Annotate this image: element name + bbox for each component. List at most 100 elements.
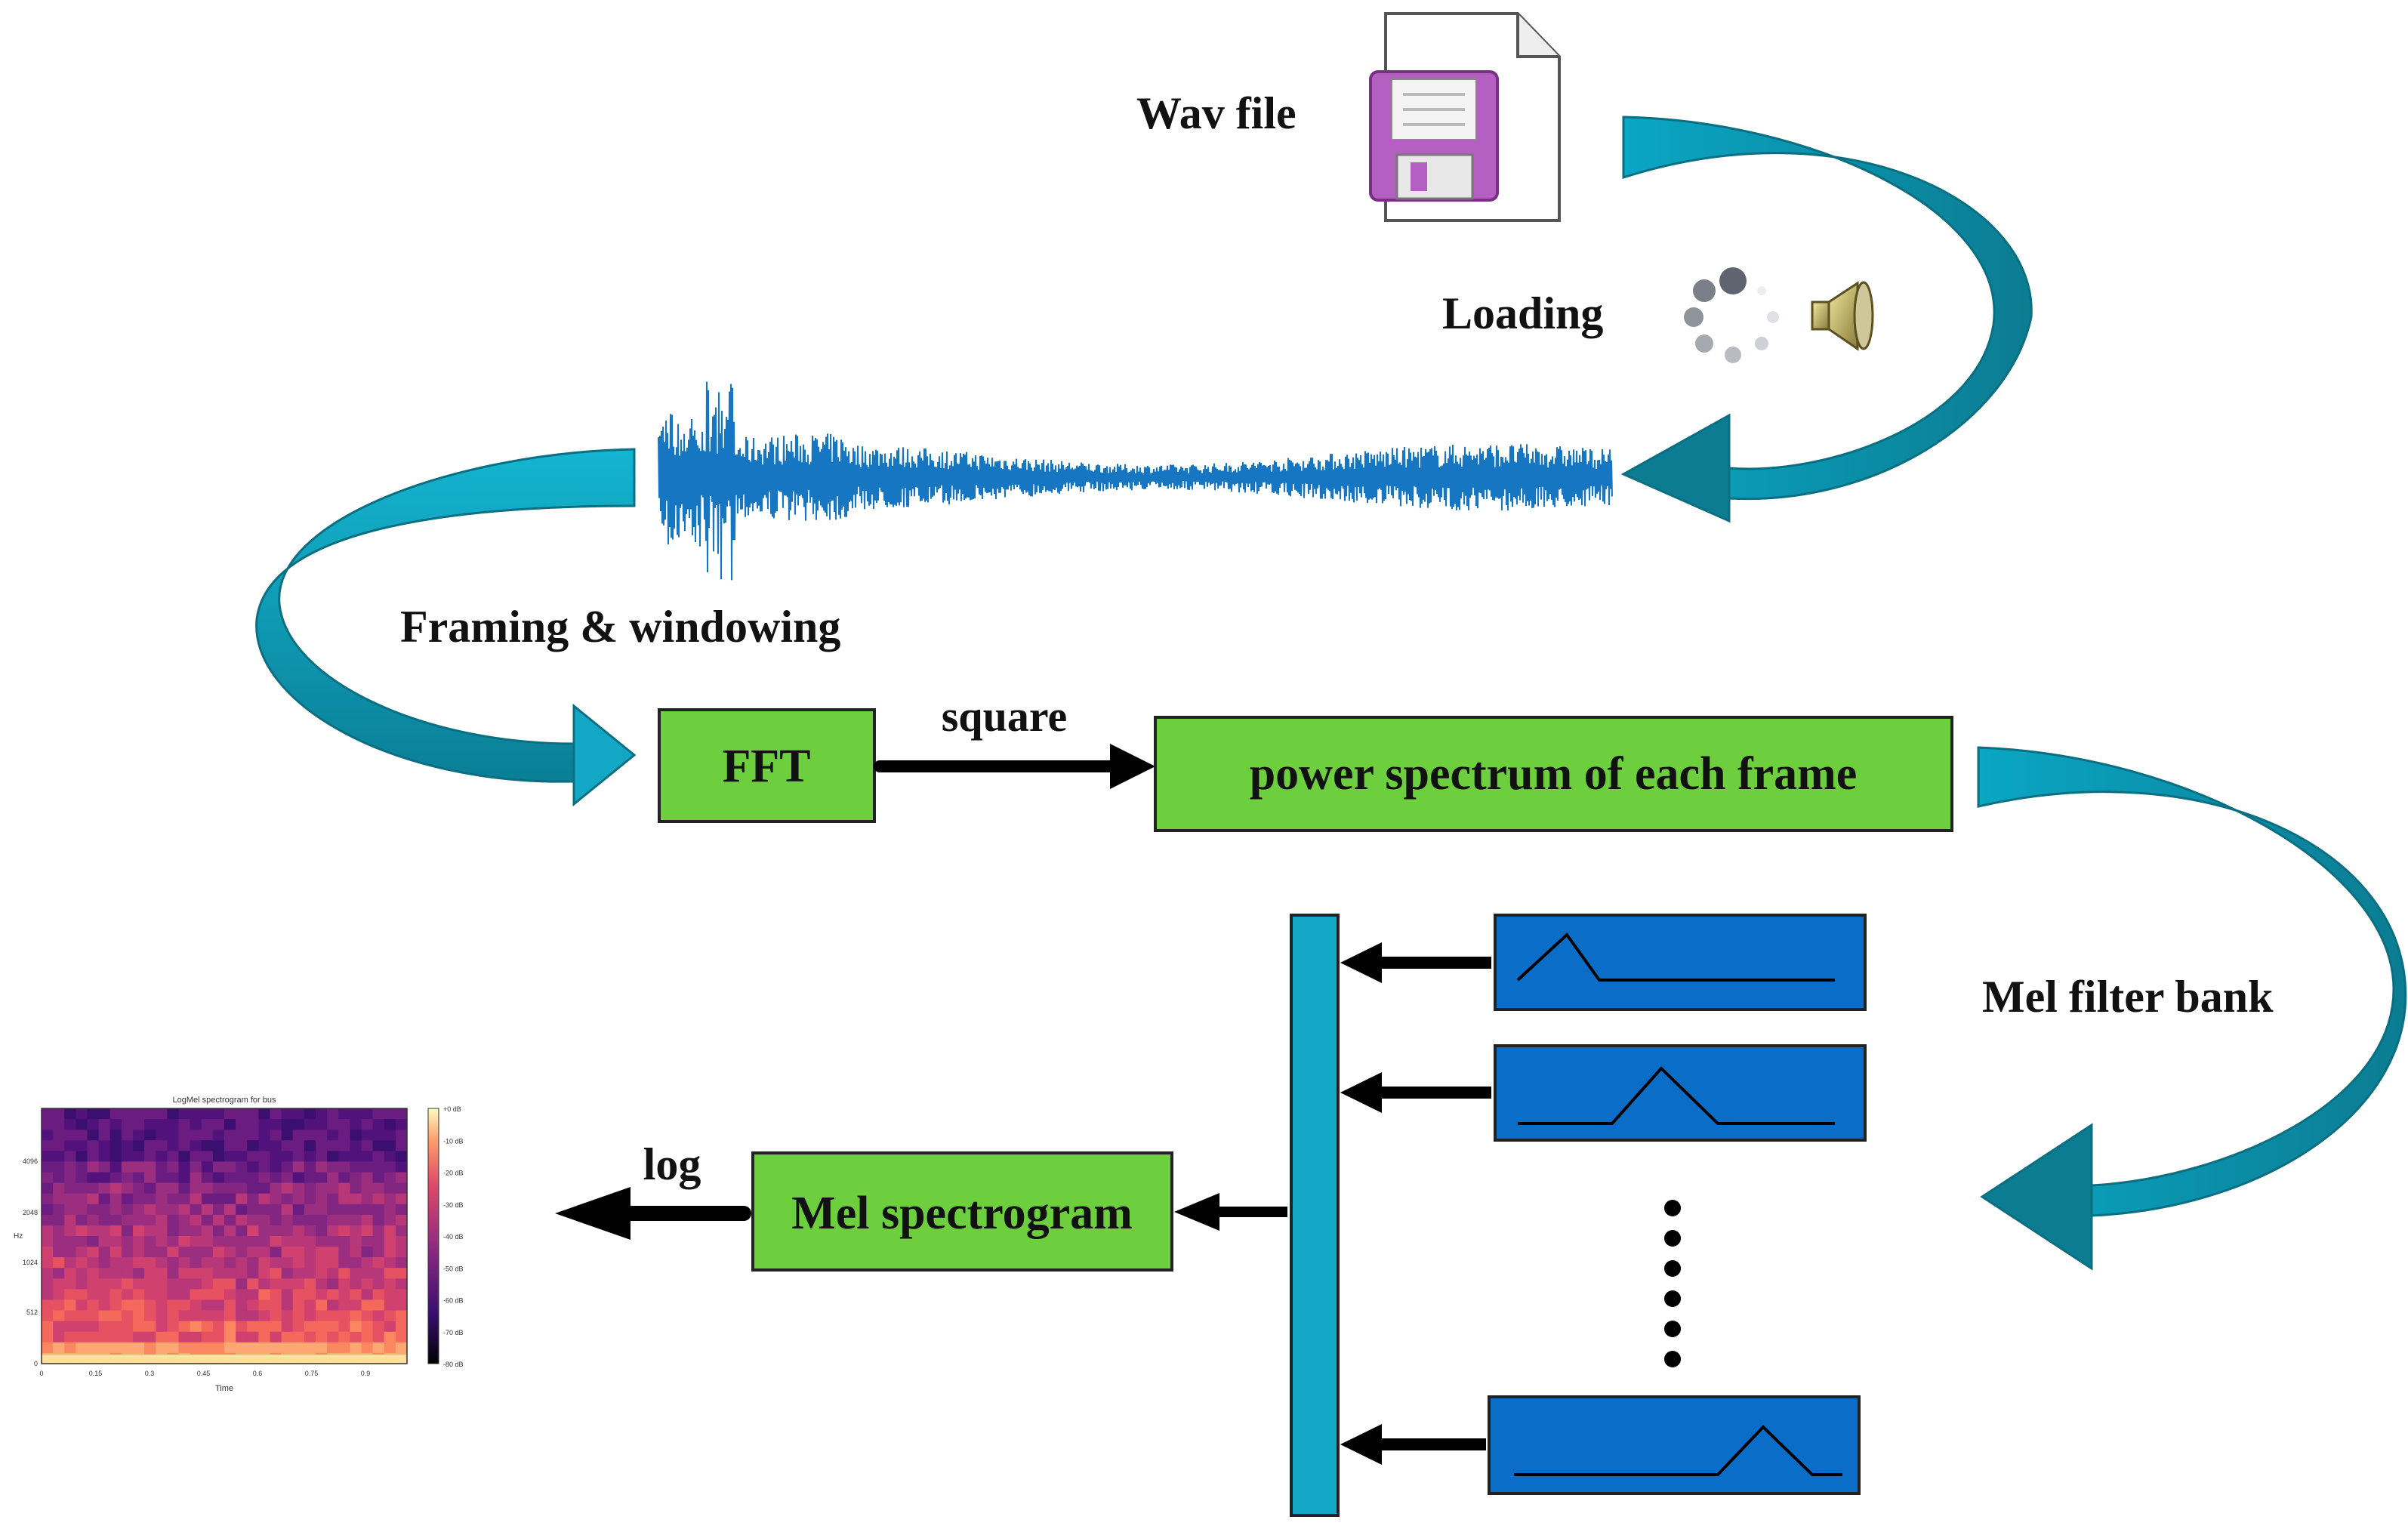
heatmap-cell xyxy=(109,1172,122,1184)
heatmap-cell xyxy=(292,1225,305,1237)
heatmap-cell xyxy=(76,1247,88,1258)
heatmap-cell xyxy=(76,1130,88,1141)
heatmap-cell xyxy=(247,1236,259,1247)
heatmap-cell xyxy=(338,1278,350,1290)
heatmap-cell xyxy=(350,1342,362,1354)
heatmap-cell xyxy=(350,1193,362,1205)
heatmap-cell xyxy=(258,1247,271,1258)
heatmap-cell xyxy=(76,1225,88,1237)
heatmap-cell xyxy=(281,1321,294,1333)
heatmap-cell xyxy=(178,1172,191,1184)
heatmap-cell xyxy=(384,1278,396,1290)
heatmap-cell xyxy=(167,1236,180,1247)
heatmap-cell xyxy=(350,1182,362,1194)
heatmap-cell xyxy=(76,1161,88,1173)
heatmap-cell xyxy=(76,1140,88,1151)
heatmap-cell xyxy=(144,1342,156,1354)
heatmap-cell xyxy=(109,1204,122,1216)
heatmap-cell xyxy=(304,1108,316,1120)
heatmap-cell xyxy=(212,1268,225,1279)
heatmap-cell xyxy=(133,1130,145,1141)
thumb-x-tick: 0.6 xyxy=(253,1370,263,1377)
heatmap-cell xyxy=(384,1342,396,1354)
heatmap-cell xyxy=(350,1257,362,1268)
heatmap-cell xyxy=(316,1278,328,1290)
heatmap-cell xyxy=(372,1225,385,1237)
heatmap-cell xyxy=(64,1182,76,1194)
heatmap-cell xyxy=(292,1342,305,1354)
heatmap-cell xyxy=(372,1268,385,1279)
thumb-colorbar-tick: -10 dB xyxy=(443,1137,464,1145)
heatmap-cell xyxy=(258,1140,271,1151)
heatmap-cell xyxy=(156,1214,168,1226)
heatmap-cell xyxy=(372,1236,385,1247)
heatmap-cell xyxy=(372,1247,385,1258)
heatmap-cell xyxy=(87,1247,100,1258)
heatmap-cell xyxy=(316,1342,328,1354)
curved-arrow-mel xyxy=(1977,746,2407,1271)
heatmap-cell xyxy=(76,1331,88,1343)
heatmap-cell xyxy=(121,1247,134,1258)
heatmap-cell xyxy=(53,1331,65,1343)
heatmap-cell xyxy=(144,1257,156,1268)
heatmap-cell xyxy=(292,1193,305,1205)
heatmap-cell xyxy=(304,1151,316,1163)
heatmap-cell xyxy=(395,1161,408,1173)
square-label: square xyxy=(942,692,1068,741)
heatmap-cell xyxy=(327,1108,339,1120)
heatmap-cell xyxy=(144,1151,156,1163)
heatmap-cell xyxy=(316,1310,328,1322)
heatmap-cell xyxy=(338,1204,350,1216)
heatmap-cell xyxy=(350,1214,362,1226)
heatmap-cell xyxy=(247,1119,259,1130)
heatmap-cell xyxy=(156,1130,168,1141)
heatmap-cell xyxy=(167,1342,180,1354)
heatmap-cell xyxy=(133,1161,145,1173)
heatmap-cell xyxy=(212,1193,225,1205)
heatmap-cell xyxy=(144,1299,156,1312)
heatmap-cell xyxy=(109,1257,122,1268)
heatmap-cell xyxy=(53,1278,65,1290)
heatmap-cell xyxy=(236,1289,248,1301)
heatmap-cell xyxy=(258,1257,271,1268)
heatmap-cell xyxy=(316,1236,328,1247)
heatmap-cell xyxy=(236,1236,248,1247)
heatmap-cell xyxy=(201,1193,214,1205)
heatmap-cell xyxy=(224,1140,236,1151)
heatmap-cell xyxy=(167,1321,180,1333)
heatmap-cell xyxy=(338,1225,350,1237)
loading-label: Loading xyxy=(1442,288,1603,338)
heatmap-cell xyxy=(350,1321,362,1333)
heatmap-cell xyxy=(53,1247,65,1258)
heatmap-cell xyxy=(87,1299,100,1312)
heatmap-cell xyxy=(258,1130,271,1141)
thumb-y-tick: 512 xyxy=(26,1309,38,1316)
heatmap-cell xyxy=(361,1172,374,1184)
heatmap-cell xyxy=(327,1182,339,1194)
heatmap-cell xyxy=(76,1151,88,1163)
heatmap-cell xyxy=(76,1289,88,1301)
heatmap-cell xyxy=(327,1289,339,1301)
heatmap-cell xyxy=(247,1310,259,1322)
heatmap-cell xyxy=(201,1299,214,1312)
heatmap-cell xyxy=(372,1214,385,1226)
thumb-x-tick: 0.3 xyxy=(145,1370,155,1377)
heatmap-cell xyxy=(224,1257,236,1268)
heatmap-cell xyxy=(327,1342,339,1354)
heatmap-cell xyxy=(247,1268,259,1279)
heatmap-cell xyxy=(258,1204,271,1216)
heatmap-cell xyxy=(236,1268,248,1279)
curved-arrow-load xyxy=(1620,116,2033,523)
heatmap-cell xyxy=(212,1108,225,1120)
heatmap-cell xyxy=(133,1310,145,1322)
heatmap-cell xyxy=(87,1321,100,1333)
thumb-y-tick: 1024 xyxy=(23,1259,38,1266)
heatmap-cell xyxy=(144,1289,156,1301)
heatmap-cell xyxy=(64,1278,76,1290)
heatmap-cell xyxy=(384,1247,396,1258)
heatmap-cell xyxy=(212,1342,225,1354)
heatmap-cell xyxy=(281,1299,294,1312)
heatmap-cell xyxy=(270,1247,282,1258)
heatmap-cell xyxy=(395,1321,408,1333)
heatmap-cell xyxy=(53,1130,65,1141)
